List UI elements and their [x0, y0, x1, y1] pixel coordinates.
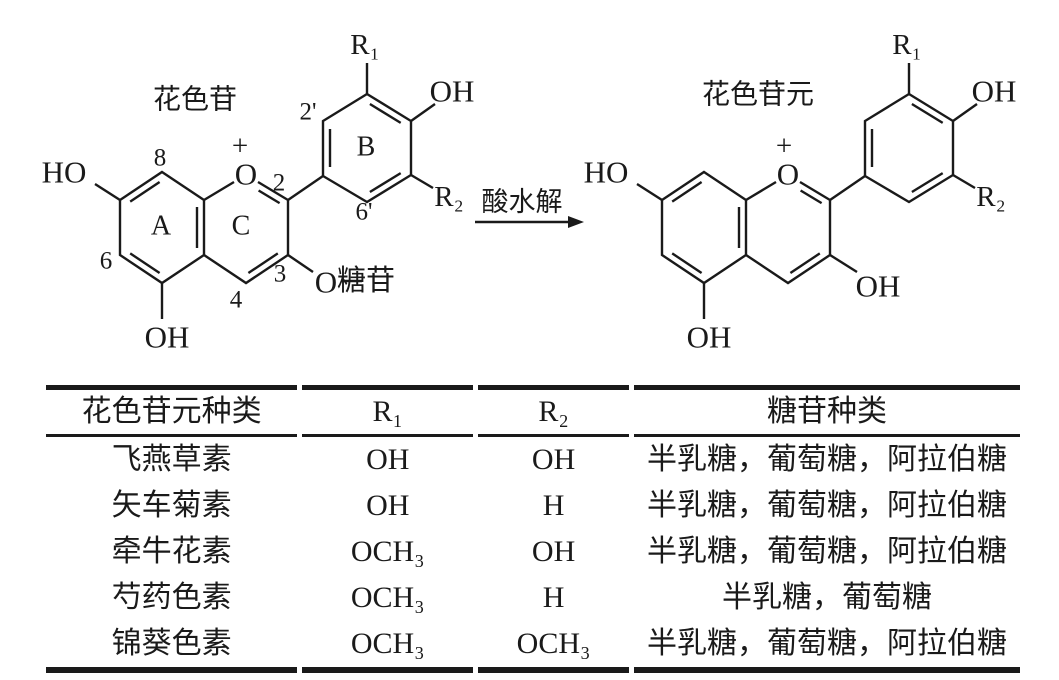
inner-bond — [369, 172, 402, 194]
substituent-bonds — [94, 63, 436, 319]
cell-name: 牵牛花素 — [111, 535, 232, 569]
anthocyanidin-table: 花色苷元种类 R₁ R₂ 糖苷种类 飞燕草素 OH OH 半乳糖，葡萄糖，阿拉伯… — [41, 385, 1025, 673]
locant-6: 6 — [100, 248, 113, 275]
r1-label: R₁ — [892, 29, 921, 61]
oh4prime-label: OH — [972, 74, 1017, 109]
plus-charge: + — [776, 130, 792, 162]
anthocyanidin-structure: 花色苷元 HO OH O + R₁ OH R₂ OH — [584, 29, 1017, 355]
cell-r2: H — [542, 489, 565, 523]
inner-bond — [799, 189, 823, 205]
anthocyanidin-title: 花色苷元 — [702, 79, 814, 111]
cell-name: 矢车菊素 — [111, 489, 232, 523]
anthocyanidin-table-wrap: 花色苷元种类 R₁ R₂ 糖苷种类 飞燕草素 OH OH 半乳糖，葡萄糖，阿拉伯… — [41, 385, 1025, 673]
arrow-head — [568, 216, 584, 228]
col-header-r1: R₁ — [302, 385, 474, 437]
cell-glycosides: 半乳糖，葡萄糖，阿拉伯糖 — [633, 621, 1020, 673]
bond-oh4prime — [410, 103, 436, 122]
cell-name: 飞燕草素 — [111, 443, 232, 477]
ring-b-outline — [863, 92, 955, 204]
plus-charge: + — [232, 130, 248, 162]
oh4prime-label: OH — [430, 74, 475, 109]
bond-oh4prime — [952, 103, 978, 122]
arrow-label: 酸水解 — [482, 187, 563, 217]
cell-r1: OH — [366, 443, 410, 477]
bond-r2 — [952, 173, 976, 190]
oh5-label: OH — [687, 320, 732, 355]
ring-c-letter: C — [232, 211, 251, 242]
cell-r1: OCH₃ — [302, 621, 474, 673]
locant-3: 3 — [274, 261, 287, 288]
anthocyanin-structure: 花色苷 HO OH O + 8 6 4 3 2 2' 6' A C B R₁ O… — [42, 29, 475, 355]
col-header-anthocyanidin-type: 花色苷元种类 — [46, 385, 298, 437]
r1-label: R₁ — [350, 29, 379, 61]
bond-c3-oh — [829, 253, 858, 274]
locant-2prime: 2' — [299, 99, 316, 126]
table-row: 飞燕草素 OH OH 半乳糖，葡萄糖，阿拉伯糖 — [46, 437, 1020, 483]
oh3-label: OH — [856, 269, 901, 304]
cell-glycosides: 半乳糖，葡萄糖 — [721, 581, 932, 615]
col-header-glycoside-type: 糖苷种类 — [633, 385, 1020, 437]
ring-a-outline — [660, 170, 748, 285]
ring-c-outline — [745, 180, 832, 285]
inner-bond — [257, 189, 281, 205]
bond-ho7 — [94, 182, 121, 202]
cell-name: 锦葵色素 — [46, 621, 298, 673]
anthocyanin-title: 花色苷 — [153, 84, 237, 116]
ring-b-letter: B — [357, 132, 376, 163]
header-row: 花色苷元种类 R₁ R₂ 糖苷种类 — [46, 385, 1020, 437]
table-row: 矢车菊素 OH H 半乳糖，葡萄糖，阿拉伯糖 — [46, 483, 1020, 529]
cell-r2: OH — [531, 443, 576, 477]
table-row: 锦葵色素 OCH₃ OCH₃ 半乳糖，葡萄糖，阿拉伯糖 — [46, 621, 1020, 673]
bond-c2-b-ring — [287, 175, 324, 201]
r2-label: R₂ — [976, 181, 1005, 213]
double-bond-inner-lines — [129, 102, 402, 274]
reaction-arrow: 酸水解 — [475, 187, 584, 228]
locant-4: 4 — [230, 287, 243, 314]
table-body: 飞燕草素 OH OH 半乳糖，葡萄糖，阿拉伯糖 矢车菊素 OH H 半乳糖，葡萄… — [46, 437, 1020, 673]
inner-bond — [247, 252, 279, 274]
bond-c2-b-ring — [829, 175, 866, 201]
cell-r1: OCH₃ — [350, 535, 425, 569]
double-bond-inner-lines — [671, 102, 944, 274]
locant-2: 2 — [273, 170, 286, 197]
table-row: 芍药色素 OCH₃ H 半乳糖，葡萄糖 — [46, 575, 1020, 621]
ring-oxygen-label: O — [777, 157, 799, 192]
bond-r2 — [410, 173, 434, 190]
locant-6prime: 6' — [355, 199, 372, 226]
cell-r1: OCH₃ — [350, 581, 425, 615]
glycoside-label: 糖苷 — [337, 264, 395, 297]
cell-name: 芍药色素 — [111, 581, 232, 615]
cell-r2: H — [542, 581, 565, 615]
ring-oxygen-label: O — [235, 157, 257, 192]
cell-glycosides: 半乳糖，葡萄糖，阿拉伯糖 — [646, 443, 1007, 477]
cell-r2: OH — [531, 535, 576, 569]
inner-bond — [369, 102, 402, 124]
inner-bond — [671, 252, 703, 274]
table-row: 牵牛花素 OCH₃ OH 半乳糖，葡萄糖，阿拉伯糖 — [46, 529, 1020, 575]
r2-label: R₂ — [434, 181, 463, 213]
reaction-scheme: 花色苷 HO OH O + 8 6 4 3 2 2' 6' A C B R₁ O… — [42, 29, 1017, 355]
table-header: 花色苷元种类 R₁ R₂ 糖苷种类 — [46, 385, 1020, 437]
bond-ho7 — [636, 182, 663, 202]
cell-glycosides: 半乳糖，葡萄糖，阿拉伯糖 — [646, 535, 1007, 569]
inner-bond — [911, 172, 944, 194]
inner-bond — [129, 252, 161, 274]
bond-c3-o — [287, 254, 314, 273]
col-header-r2: R₂ — [478, 385, 629, 437]
cell-r2: OCH₃ — [478, 621, 629, 673]
cell-glycosides: 半乳糖，葡萄糖，阿拉伯糖 — [646, 489, 1007, 523]
substituent-bonds — [636, 63, 978, 319]
ho7-label: HO — [584, 155, 629, 190]
inner-bond — [911, 102, 944, 124]
ho7-label: HO — [42, 155, 87, 190]
inner-bond — [671, 181, 703, 203]
ring-a-letter: A — [151, 211, 172, 242]
cell-r1: OH — [366, 489, 410, 523]
inner-bond — [129, 181, 161, 203]
inner-bond — [789, 252, 821, 274]
locant-8: 8 — [154, 145, 167, 172]
oh5-label: OH — [145, 320, 190, 355]
glycoside-oxygen-label: O — [315, 265, 337, 300]
